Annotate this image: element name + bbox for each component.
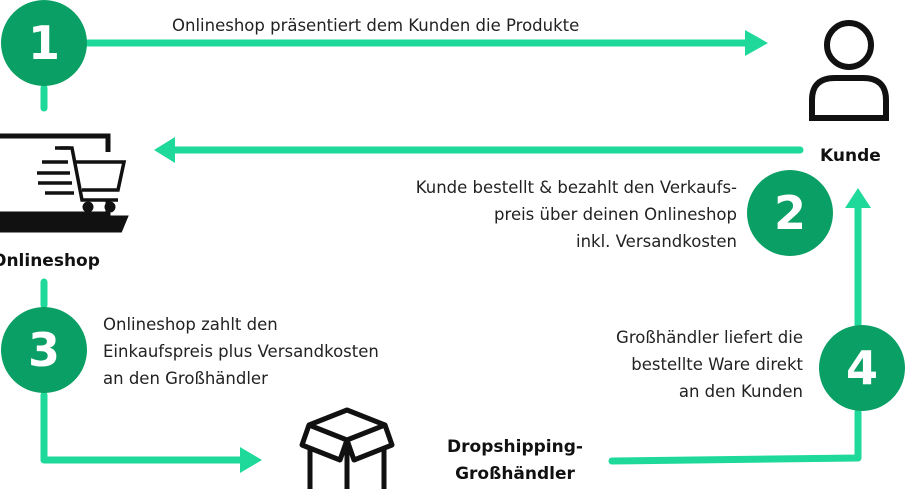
step-2-badge: 2 <box>747 170 833 256</box>
shop-label: Onlineshop <box>0 251 100 271</box>
step-3-line: Onlineshop zahlt den <box>103 315 278 334</box>
step-3-badge: 3 <box>1 307 87 393</box>
step-2-line: Kunde bestellt & bezahlt den Verkaufs- <box>415 178 737 197</box>
step-4-line: bestellte Ware direkt <box>631 355 803 374</box>
step-4-text: Großhändler liefert die bestellte Ware d… <box>616 324 803 405</box>
step-1-text: Onlineshop präsentiert dem Kunden die Pr… <box>172 16 580 35</box>
box-icon <box>299 407 395 489</box>
step-1-badge: 1 <box>1 0 87 86</box>
arrow-step-4 <box>608 408 862 465</box>
arrowhead-up <box>845 188 871 208</box>
step-3-line: Einkaufspreis plus Versandkosten <box>103 342 379 361</box>
customer-label: Kunde <box>820 146 881 166</box>
laptop-cart-icon <box>0 133 129 233</box>
person-icon <box>809 20 889 121</box>
step-4-line: an den Kunden <box>678 382 803 401</box>
step-4-badge: 4 <box>819 325 905 411</box>
wholesaler-label: Dropshipping- Großhändler <box>440 434 590 488</box>
step-4-line: Großhändler liefert die <box>616 328 803 347</box>
step-2-text: Kunde bestellt & bezahlt den Verkaufs- p… <box>416 174 737 255</box>
arrowhead-right <box>240 447 262 473</box>
step-2-line: preis über deinen Onlineshop <box>494 205 737 224</box>
wholesaler-line: Großhändler <box>455 464 575 484</box>
arrowhead-left <box>154 137 175 163</box>
arrow-step-3-lower <box>40 391 249 464</box>
step-3-text: Onlineshop zahlt den Einkaufspreis plus … <box>103 311 379 392</box>
step-2-line: inkl. Versandkosten <box>576 232 737 251</box>
arrowhead-right <box>745 30 768 56</box>
step-3-line: an den Großhändler <box>103 369 268 388</box>
wholesaler-line: Dropshipping- <box>447 437 583 457</box>
